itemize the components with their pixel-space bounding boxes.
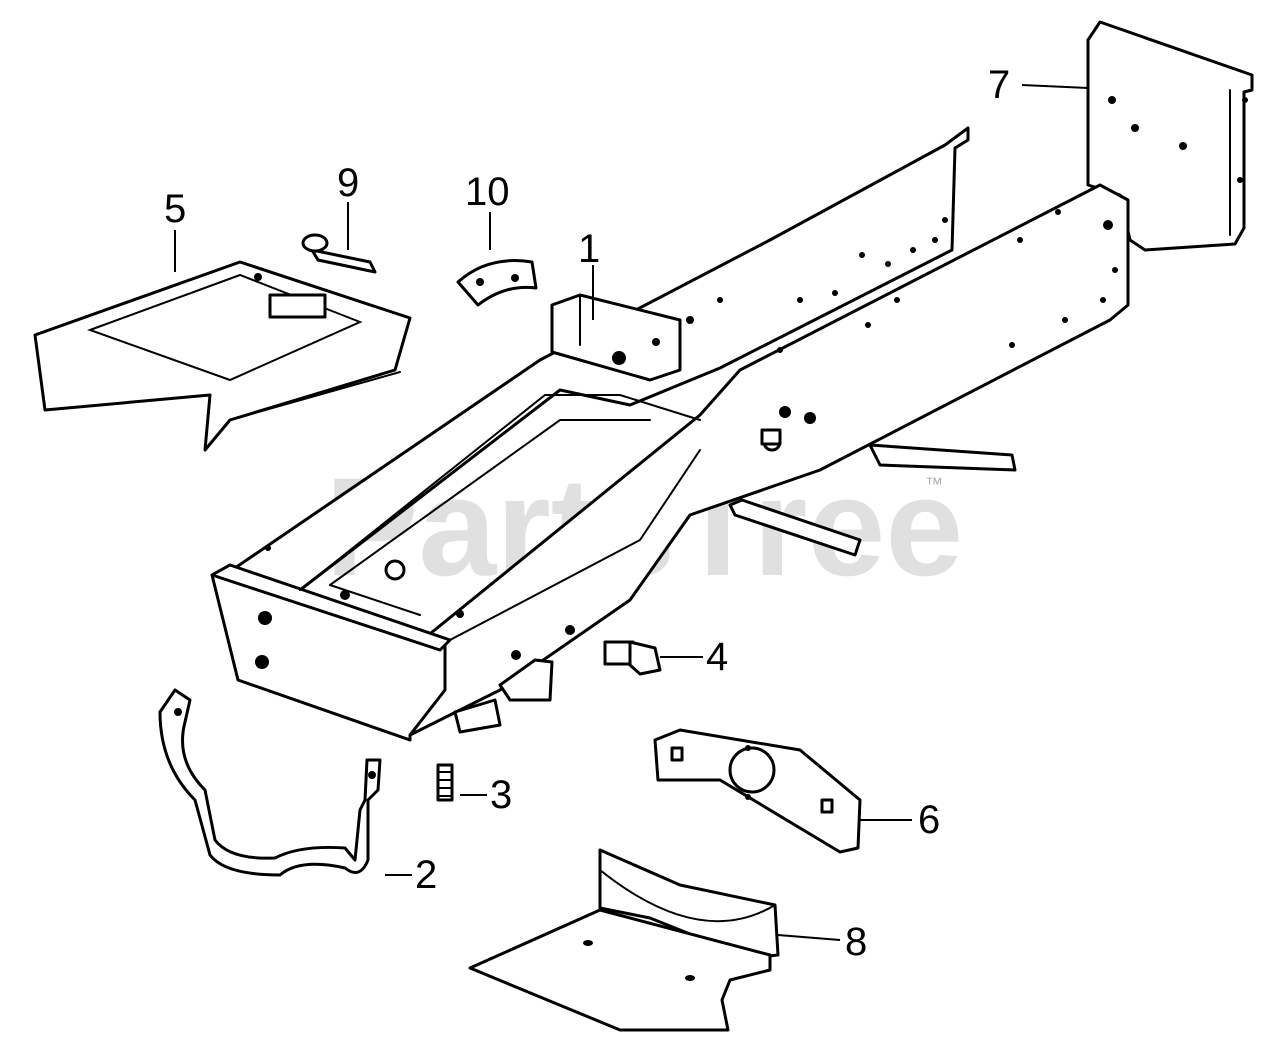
watermark-trademark: ™ (925, 474, 943, 494)
callout-5: 5 (164, 187, 186, 231)
part-3-spring[interactable] (436, 763, 454, 802)
part-4-bolt[interactable] (603, 640, 662, 676)
callout-3: 3 (490, 773, 512, 817)
callout-7: 7 (988, 63, 1010, 107)
part-1-main-frame[interactable] (210, 126, 1130, 742)
callout-2: 2 (415, 853, 437, 897)
leader-lines (174, 84, 1089, 941)
part-9-pin[interactable] (301, 233, 377, 274)
part-8-guard[interactable] (468, 848, 780, 1032)
callout-8: 8 (845, 920, 867, 964)
part-2-strap[interactable] (158, 688, 382, 877)
callout-6: 6 (918, 798, 940, 842)
callout-4: 4 (706, 635, 728, 679)
part-5-seat-pan[interactable] (33, 260, 412, 452)
callout-9: 9 (337, 161, 359, 205)
part-10-spacer[interactable] (456, 259, 538, 307)
callout-1: 1 (578, 227, 600, 271)
part-6-plate[interactable] (653, 728, 862, 854)
callout-10: 10 (465, 170, 510, 214)
